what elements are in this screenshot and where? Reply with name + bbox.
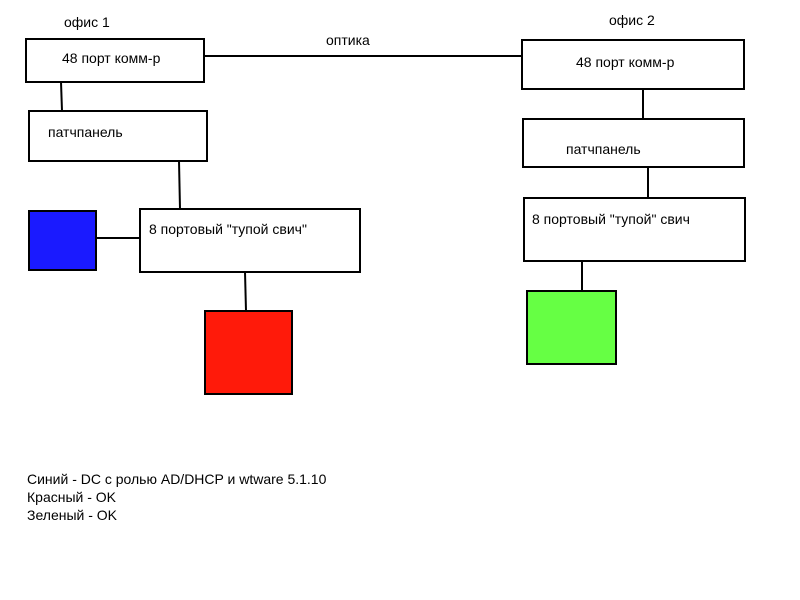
office1-switch48-to-patchpanel-line <box>60 81 63 112</box>
office2-switch48-label: 48 порт комм-р <box>576 54 675 70</box>
office2-switch8-label: 8 портовый "тупой" свич <box>532 211 690 227</box>
office1-red-device <box>204 310 293 395</box>
fiber-link-label: оптика <box>326 32 370 48</box>
office2-patchpanel-box: патчпанель <box>522 118 745 168</box>
office1-switch8-box: 8 портовый "тупой свич" <box>139 208 361 273</box>
office1-patchpanel-to-switch8-line <box>178 160 181 210</box>
legend-item-red: Красный - OK <box>27 489 117 505</box>
legend-item-blue: Синий - DC с ролью AD/DHCP и wtware 5.1.… <box>27 471 327 487</box>
office1-switch8-label: 8 портовый "тупой свич" <box>149 221 307 237</box>
office1-patchpanel-box: патчпанель <box>28 110 208 162</box>
office1-switch48-box: 48 порт комм-р <box>25 38 205 83</box>
office1-blue-device <box>28 210 97 271</box>
office2-title: офис 2 <box>609 12 655 28</box>
office2-green-device <box>526 290 617 365</box>
office2-patchpanel-label: патчпанель <box>566 141 641 157</box>
office1-switch48-label: 48 порт комм-р <box>62 50 161 66</box>
office2-switch48-box: 48 порт комм-р <box>521 39 745 90</box>
office1-switch8-to-red-device-line <box>244 271 247 312</box>
legend-item-green: Зеленый - OK <box>27 507 118 523</box>
office2-switch8-box: 8 портовый "тупой" свич <box>523 197 746 262</box>
color-legend: Синий - DC с ролью AD/DHCP и wtware 5.1.… <box>27 470 326 524</box>
office1-title: офис 1 <box>64 14 110 30</box>
office1-patchpanel-label: патчпанель <box>48 124 123 140</box>
